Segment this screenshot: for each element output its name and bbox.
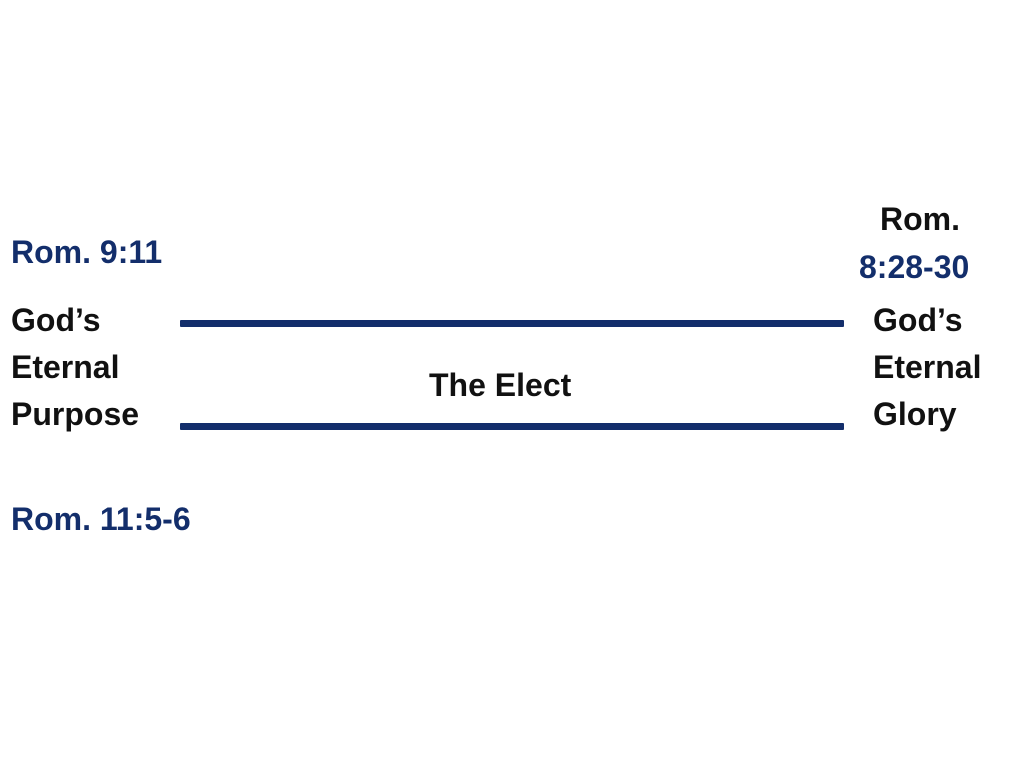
left-label-line-1: God’s [11, 302, 101, 338]
ref-rom-11-5-6: Rom. 11:5-6 [11, 501, 191, 537]
left-label-gods-eternal-purpose: God’s Eternal Purpose [11, 297, 139, 438]
right-label-line-1: God’s [873, 302, 963, 338]
right-label-line-2: Eternal [873, 349, 982, 385]
upper-line [180, 320, 844, 327]
right-label-gods-eternal-glory: God’s Eternal Glory [873, 297, 981, 438]
lower-line [180, 423, 844, 430]
center-label-the-elect: The Elect [429, 367, 572, 403]
ref-rom-8-28-30: 8:28-30 [859, 249, 970, 285]
left-label-line-3: Purpose [11, 396, 140, 432]
ref-rom-label: Rom. [880, 201, 960, 237]
left-label-line-2: Eternal [11, 349, 120, 385]
ref-rom-9-11: Rom. 9:11 [11, 234, 163, 270]
right-label-line-3: Glory [873, 396, 957, 432]
